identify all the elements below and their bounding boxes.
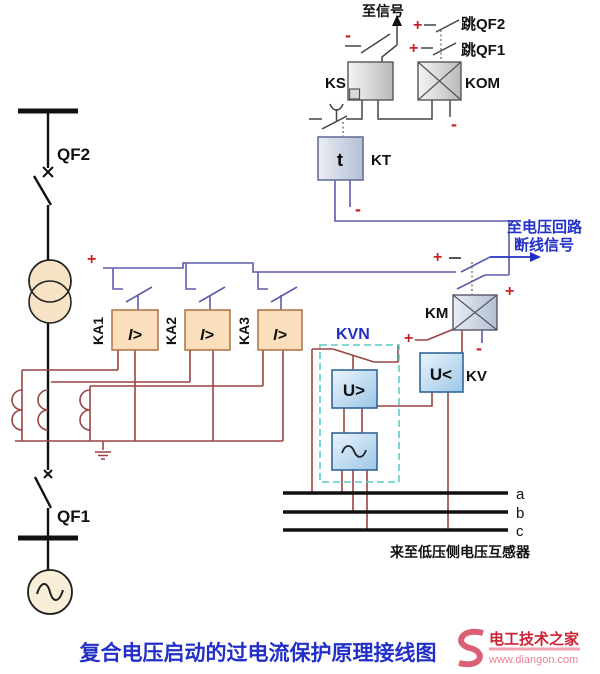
- kvn-dashed-border: [319, 344, 400, 483]
- diangon-logo-icon: [458, 628, 484, 668]
- ka2-contact: [185, 263, 226, 310]
- plus-sign: +: [87, 251, 96, 268]
- ac-current-circuit: [11, 328, 463, 530]
- minus-sign: -: [355, 199, 361, 219]
- minus-sign: -: [451, 114, 457, 134]
- qf2-label: QF2: [57, 145, 90, 164]
- generator-symbol: [27, 569, 73, 615]
- arrow-up-icon: [392, 15, 402, 26]
- voltage-loop-label-line1: 至电压回路: [507, 218, 583, 236]
- voltage-loop-arrow: [490, 252, 541, 262]
- phase-b-label: b: [516, 505, 524, 522]
- kvn-u-gt-relay: U>: [331, 369, 378, 409]
- ground-icon: [95, 441, 111, 460]
- sine-symbol: [341, 445, 367, 458]
- ka2-label: KA2: [163, 317, 179, 345]
- ka-contact-bus: [103, 262, 456, 273]
- polarity-marks: + + + + + + - - - -: [87, 17, 514, 358]
- kom-label: KOM: [465, 75, 500, 92]
- i-gt-symbol: I>: [128, 327, 142, 344]
- ka1-contact: [112, 268, 153, 310]
- trip-qf2-label: 跳QF2: [461, 15, 505, 33]
- plus-sign: +: [433, 249, 442, 266]
- ct-phase3-icon: [79, 389, 91, 431]
- minus-sign: -: [476, 338, 482, 358]
- kv-u-lt-symbol: U<: [430, 365, 452, 384]
- diagram-title: 复合电压启动的过电流保护原理接线图: [79, 641, 437, 665]
- km-relay: [452, 294, 498, 331]
- from-lv-side-label: 来至低压侧电压互感器: [389, 544, 531, 560]
- kvn-filter-box: [331, 432, 378, 471]
- changeover-upper-contact: [460, 256, 491, 273]
- plus-sign: +: [505, 283, 514, 300]
- changeover-lower-contact: [456, 274, 509, 290]
- primary-feeder: [18, 108, 78, 570]
- trip-qf2-contact: [424, 19, 460, 33]
- phase-a-label: a: [516, 486, 525, 503]
- kt-relay: t: [317, 136, 364, 181]
- kt-label: KT: [371, 152, 391, 169]
- plus-sign: +: [413, 17, 422, 34]
- phase-c-label: c: [516, 523, 524, 540]
- kv-contact: [415, 328, 455, 341]
- qf1-breaker: [33, 469, 53, 509]
- trip-qf1-contact: [421, 42, 457, 56]
- x-cross-icon: [452, 294, 498, 331]
- voltage-loop-label-line2: 断线信号: [514, 236, 574, 254]
- ks-relay: [347, 61, 394, 101]
- i-gt-symbol: I>: [200, 327, 214, 344]
- ka-relays: I> I> I>: [111, 309, 303, 351]
- ka1-coil: [111, 309, 159, 351]
- plus-sign: +: [404, 330, 413, 347]
- dc-control-circuit: [103, 180, 510, 310]
- qf2-breaker: [32, 166, 54, 206]
- ks-label: KS: [325, 75, 346, 92]
- signal-circuit: [309, 19, 460, 130]
- ka3-coil: [257, 309, 303, 351]
- kom-relay: [417, 61, 462, 101]
- transformer-symbol: [28, 259, 72, 324]
- ka2-coil: [184, 309, 231, 351]
- watermark: 电工技术之家 www.diangon.com: [458, 628, 580, 668]
- ka3-label: KA3: [236, 317, 252, 345]
- kvn-label: KVN: [336, 326, 370, 343]
- sine-symbol: [36, 583, 64, 601]
- kt-t-symbol: t: [337, 150, 343, 170]
- ct-phase2-icon: [37, 389, 49, 431]
- ka3-contact: [257, 272, 298, 310]
- watermark-url: www.diangon.com: [488, 654, 578, 666]
- trip-qf1-label: 跳QF1: [461, 41, 505, 59]
- ct-phase1-icon: [11, 389, 23, 431]
- kv-label: KV: [466, 368, 487, 385]
- lv-voltage-bars: a b c: [283, 486, 525, 540]
- minus-sign: -: [345, 25, 351, 45]
- arrow-right-icon: [530, 252, 541, 262]
- km-label: KM: [425, 305, 448, 322]
- kv-relay: U<: [419, 352, 464, 393]
- u-gt-symbol: U>: [343, 381, 365, 400]
- watermark-site: 电工技术之家: [489, 630, 579, 648]
- ka1-label: KA1: [90, 317, 106, 345]
- i-gt-symbol: I>: [273, 327, 287, 344]
- qf1-label: QF1: [57, 507, 90, 526]
- time-delay-contact-icon: [329, 103, 344, 121]
- x-cross-icon: [417, 61, 462, 101]
- plus-sign: +: [409, 40, 418, 57]
- ks-notch: [348, 88, 361, 100]
- to-signal-label: 至信号: [362, 3, 404, 19]
- kvn-contact: [312, 348, 375, 363]
